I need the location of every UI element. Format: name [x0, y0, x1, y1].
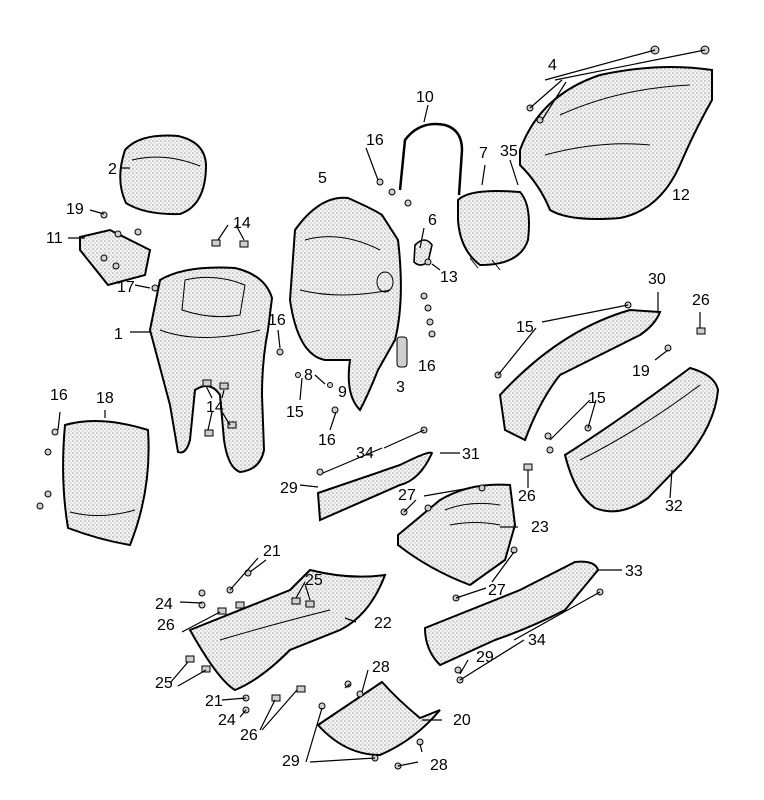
- part-10-hook: [398, 122, 464, 196]
- callout-27: 27: [488, 582, 506, 599]
- callout-29: 29: [476, 649, 494, 666]
- callout-19: 19: [632, 363, 650, 380]
- part-22-floorboard: [188, 568, 387, 692]
- callout-32: 32: [665, 498, 683, 515]
- callout-34: 34: [356, 445, 374, 462]
- callout-12: 12: [672, 187, 690, 204]
- callout-18: 18: [96, 390, 114, 407]
- callout-11: 11: [46, 230, 63, 247]
- callout-21: 21: [263, 543, 281, 560]
- callout-28: 28: [372, 659, 390, 676]
- part-11-bracket: [79, 228, 152, 287]
- callout-19: 19: [66, 201, 84, 218]
- callout-35: 35: [500, 143, 518, 160]
- callout-27: 27: [398, 487, 416, 504]
- callout-24: 24: [155, 596, 173, 613]
- callout-26: 26: [157, 617, 175, 634]
- callout-7: 7: [479, 145, 488, 162]
- callout-26: 26: [518, 488, 536, 505]
- callout-22: 22: [374, 615, 392, 632]
- callout-33: 33: [625, 563, 643, 580]
- callout-6: 6: [428, 212, 437, 229]
- callout-29: 29: [282, 753, 300, 770]
- part-7-cover: [457, 190, 530, 271]
- callout-15: 15: [286, 404, 304, 421]
- callout-31: 31: [462, 446, 480, 463]
- callout-8: 8: [304, 367, 313, 384]
- callout-24: 24: [218, 712, 236, 729]
- part-1-front-shield: [148, 266, 274, 474]
- callout-20: 20: [453, 712, 471, 729]
- callout-9: 9: [338, 384, 347, 401]
- callout-28: 28: [430, 757, 448, 774]
- callout-16: 16: [366, 132, 384, 149]
- callout-16: 16: [318, 432, 336, 449]
- part-12-storage-box: [519, 65, 713, 220]
- callout-16: 16: [418, 358, 436, 375]
- callout-16: 16: [50, 387, 68, 404]
- callout-25: 25: [305, 572, 323, 589]
- part-5-inner-shield: [288, 196, 402, 412]
- callout-15: 15: [516, 319, 534, 336]
- callout-5: 5: [318, 170, 327, 187]
- leader-lines: [57, 49, 706, 767]
- part-20-under-tray: [316, 680, 441, 757]
- part-30-side-rail: [498, 308, 662, 442]
- callout-17: 17: [117, 279, 135, 296]
- callout-23: 23: [531, 519, 549, 536]
- callout-16: 16: [268, 312, 286, 329]
- callout-30: 30: [648, 271, 666, 288]
- callout-2: 2: [108, 161, 117, 178]
- callout-21: 21: [205, 693, 223, 710]
- part-3-spring: [396, 336, 408, 368]
- callout-25: 25: [155, 675, 173, 692]
- part-2-visor: [119, 134, 208, 216]
- callout-26: 26: [692, 292, 710, 309]
- part-18-front-panel: [62, 420, 150, 547]
- callout-3: 3: [396, 379, 405, 396]
- callout-29: 29: [280, 480, 298, 497]
- callout-4: 4: [548, 57, 557, 74]
- part-23-floor-panel: [397, 483, 517, 587]
- callouts: 4 10 16 7 35 2 5 12 19 6 14 11 13 30 17 …: [46, 57, 710, 774]
- callout-13: 13: [440, 269, 458, 286]
- callout-10: 10: [416, 89, 434, 106]
- callout-14: 14: [206, 399, 224, 416]
- callout-1: 1: [114, 326, 123, 343]
- callout-34: 34: [528, 632, 546, 649]
- callout-26: 26: [240, 727, 258, 744]
- part-31-lower-rail: [316, 451, 434, 522]
- callout-14: 14: [233, 215, 251, 232]
- part-33-side-rail-lower: [423, 560, 600, 667]
- callout-15: 15: [588, 390, 606, 407]
- part-32-side-panel: [563, 366, 720, 513]
